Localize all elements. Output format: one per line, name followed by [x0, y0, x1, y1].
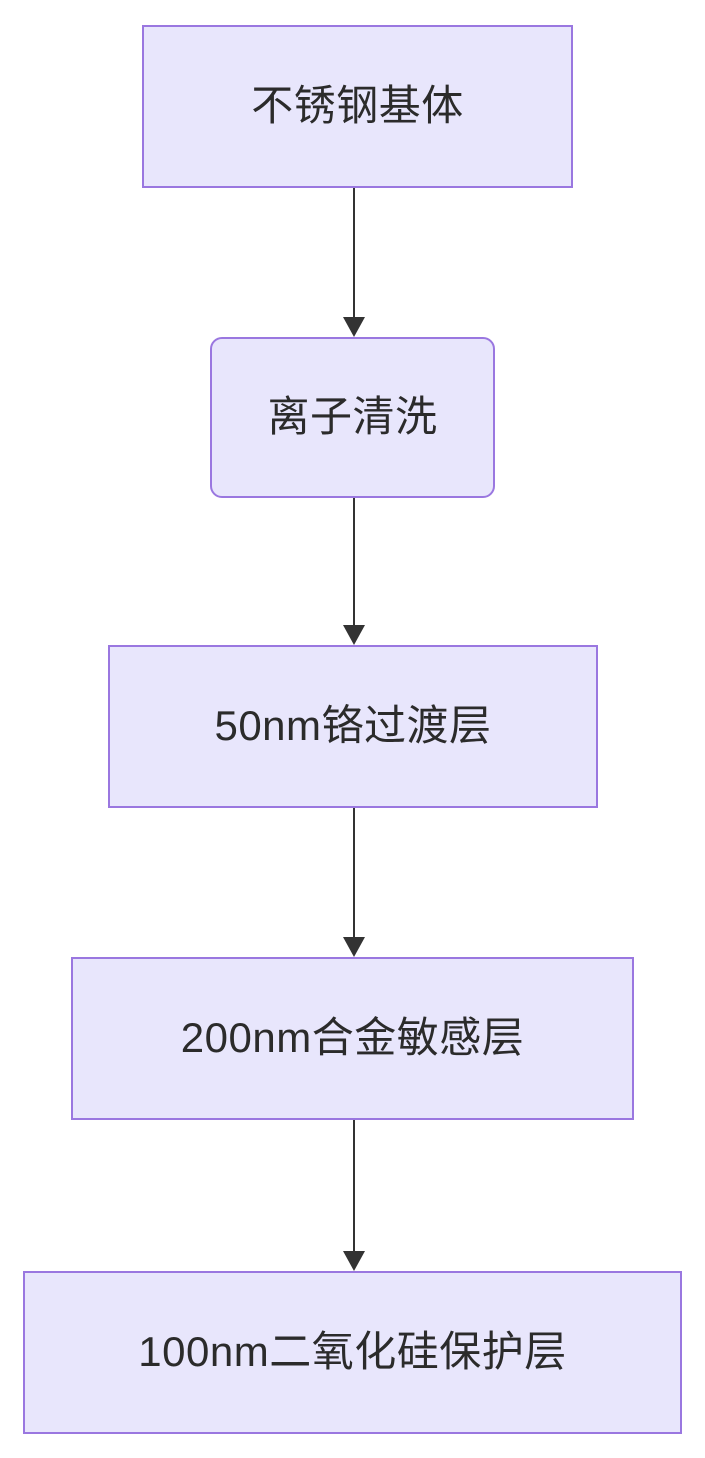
edge-line: [353, 808, 355, 938]
edge-n1-n2: [343, 188, 365, 337]
node-label: 200nm合金敏感层: [180, 1014, 525, 1062]
node-label: 50nm铬过渡层: [214, 702, 492, 750]
edge-line: [353, 188, 355, 318]
flowchart-node-substrate[interactable]: 不锈钢基体: [142, 25, 573, 188]
flowchart-node-silica-protective-layer[interactable]: 100nm二氧化硅保护层: [23, 1271, 682, 1434]
flowchart-node-ion-cleaning[interactable]: 离子清洗: [210, 337, 495, 498]
edge-n4-n5: [343, 1120, 365, 1271]
flowchart-node-chromium-layer[interactable]: 50nm铬过渡层: [108, 645, 598, 808]
node-label: 100nm二氧化硅保护层: [138, 1328, 567, 1376]
arrowhead-icon: [343, 937, 365, 957]
arrowhead-icon: [343, 625, 365, 645]
edge-line: [353, 1120, 355, 1252]
edge-n3-n4: [343, 808, 365, 957]
edge-line: [353, 498, 355, 626]
node-label: 离子清洗: [267, 393, 438, 441]
flowchart-node-alloy-sensing-layer[interactable]: 200nm合金敏感层: [71, 957, 634, 1120]
node-label: 不锈钢基体: [251, 82, 464, 130]
edge-n2-n3: [343, 498, 365, 645]
arrowhead-icon: [343, 317, 365, 337]
arrowhead-icon: [343, 1251, 365, 1271]
